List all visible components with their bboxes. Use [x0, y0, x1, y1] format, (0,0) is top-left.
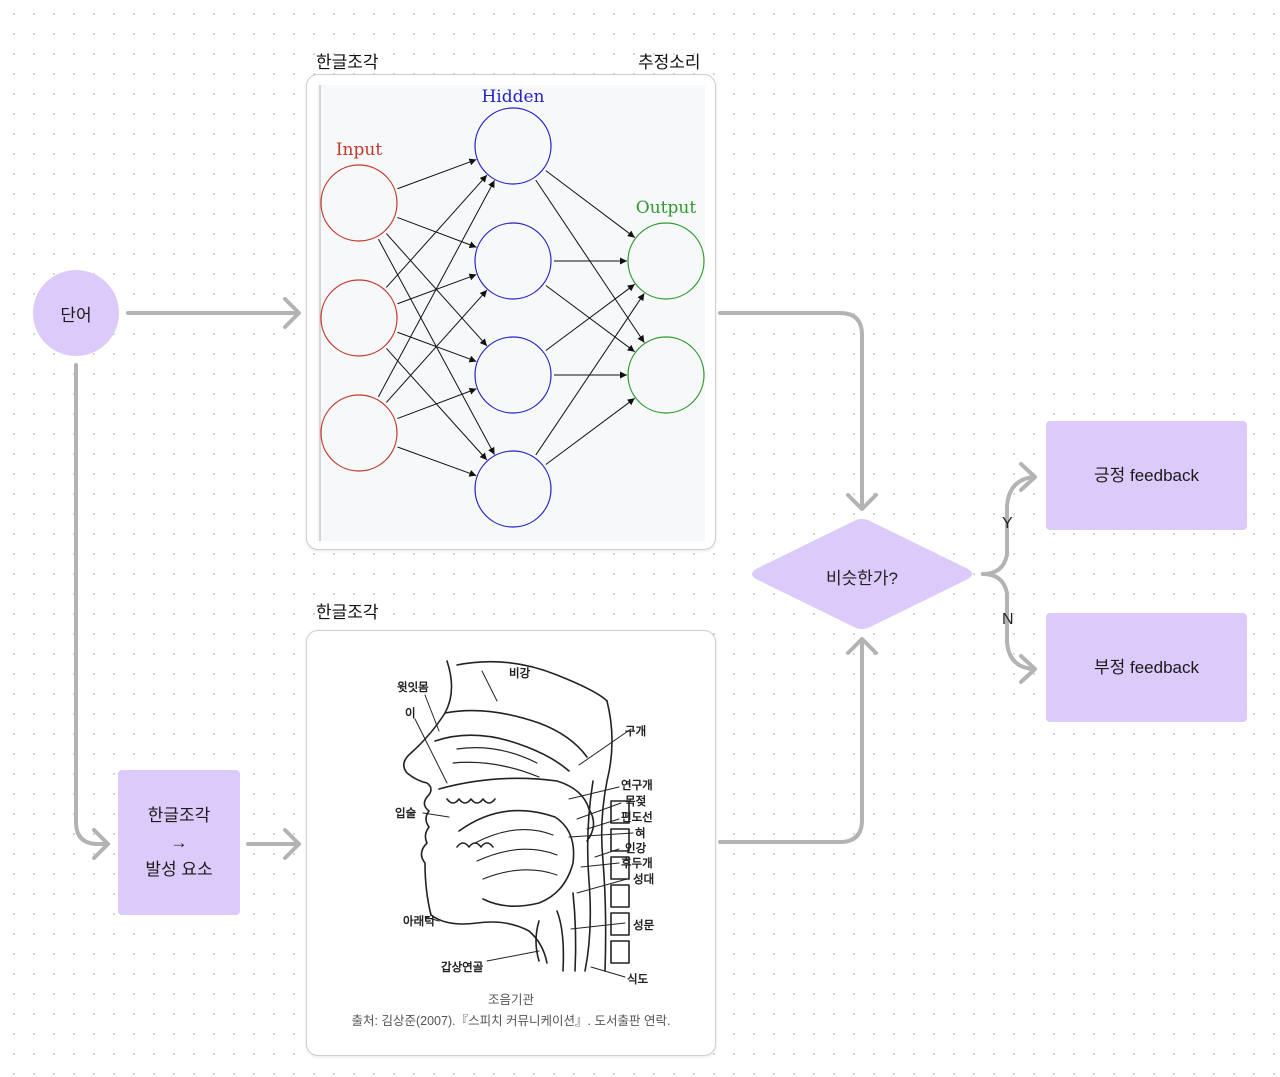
hidden-neuron: [474, 450, 552, 528]
nn-connection: [545, 285, 636, 353]
arrowhead: [1019, 654, 1037, 684]
no-label: N: [1002, 611, 1014, 628]
anatomy-label: 갑상연골: [441, 960, 484, 974]
edge-anatomy-to-decision: [718, 638, 864, 844]
nn-connection: [397, 387, 477, 420]
anatomy-label: 인강: [625, 841, 647, 855]
neural-network-card[interactable]: Input Hidden Output: [306, 74, 716, 550]
yes-label: Y: [1002, 515, 1013, 532]
input-label: Input: [336, 140, 382, 160]
anatomy-caption-title: 조음기관: [487, 993, 534, 1007]
input-neuron: [320, 164, 398, 242]
hidden-neuron: [474, 107, 552, 185]
arrowhead: [1019, 462, 1037, 492]
nn-connection: [385, 289, 488, 403]
nn-connection: [545, 283, 636, 351]
hidden-neuron: [474, 336, 552, 414]
negative-feedback-node[interactable]: 부정 feedback: [1046, 613, 1247, 722]
arrowhead: [283, 297, 301, 329]
word-node-label: 단어: [60, 305, 92, 325]
nn-connection: [397, 446, 477, 477]
nn-connection: [535, 293, 645, 456]
anatomy-label: 식도: [627, 972, 649, 986]
anatomy-caption-source: 출처: 김상준(2007).『스피치 커뮤니케이션』. 도서출판 연락.: [351, 1014, 671, 1028]
anatomy-label: 윗잇몸: [397, 680, 429, 694]
arrowhead: [846, 637, 878, 655]
input-neuron: [320, 279, 398, 357]
convert-node-line2: 발성 요소: [145, 860, 213, 879]
anatomy-label: 연구개: [621, 778, 653, 792]
anatomy-label: 목젖: [625, 794, 646, 808]
anatomy-label: 구개: [625, 724, 646, 738]
anatomy-frame-title: 한글조각: [316, 603, 379, 622]
convert-node-line1: 한글조각: [147, 806, 211, 825]
arrowhead: [92, 828, 110, 860]
edge-nn-to-decision: [718, 311, 864, 510]
output-neuron: [627, 222, 705, 300]
nn-connection: [397, 158, 477, 190]
hidden-label: Hidden: [481, 87, 544, 107]
neural-network-diagram: Input Hidden Output: [317, 85, 705, 541]
hidden-neuron: [474, 222, 552, 300]
convert-node[interactable]: 한글조각 → 발성 요소: [118, 770, 240, 915]
nn-frame-subtitle: 추정소리: [638, 53, 701, 72]
output-neuron: [627, 336, 705, 414]
nn-frame-title: 한글조각: [316, 53, 379, 72]
anatomy-label: 비강: [509, 666, 531, 680]
output-label: Output: [636, 198, 697, 218]
arrowhead: [846, 493, 878, 511]
positive-feedback-node[interactable]: 긍정 feedback: [1046, 421, 1247, 530]
anatomy-label: 편도선: [621, 810, 653, 824]
anatomy-label: 후두개: [621, 856, 653, 870]
vocal-tract-illustration: 비강 윗잇몸 이 구개 연구개 목젖 편도선 입술 혀 인강 후두개 성대 아래…: [395, 660, 655, 986]
anatomy-label: 성대: [633, 872, 654, 886]
nn-connection: [545, 397, 636, 465]
edge-word-to-convert: [74, 363, 108, 846]
nn-connection: [385, 174, 488, 288]
word-node[interactable]: 단어: [33, 270, 119, 356]
anatomy-label: 이: [405, 706, 416, 720]
nn-connection: [397, 216, 477, 249]
input-neuron: [320, 394, 398, 472]
anatomy-label: 입술: [395, 806, 417, 820]
edge-decision-to-positive: [981, 475, 1035, 576]
nn-connection: [397, 273, 477, 305]
convert-node-arrow: →: [170, 833, 188, 852]
arrowhead: [283, 828, 301, 860]
nn-connection: [545, 170, 636, 238]
anatomy-label: 성문: [633, 918, 655, 932]
anatomy-label: 아래턱: [403, 914, 435, 928]
positive-feedback-label: 긍정 feedback: [1094, 466, 1199, 485]
anatomy-label: 혀: [635, 826, 646, 840]
nn-connection: [377, 180, 496, 398]
negative-feedback-label: 부정 feedback: [1094, 658, 1199, 677]
decision-label: 비슷한가?: [825, 569, 898, 588]
anatomy-card[interactable]: 비강 윗잇몸 이 구개 연구개 목젖 편도선 입술 혀 인강 후두개 성대 아래…: [306, 630, 716, 1056]
edge-decision-to-negative: [981, 572, 1035, 671]
